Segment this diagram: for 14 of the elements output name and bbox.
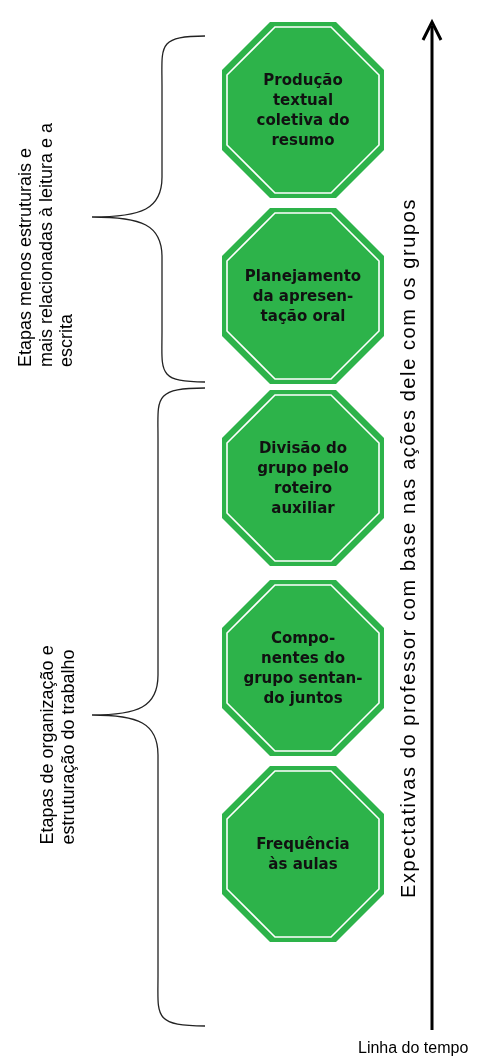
step-text: Produção textual coletiva do resumo [255,69,351,151]
octagon-step [222,208,384,384]
octagon-step [222,580,384,756]
brace-label: Etapas menos estruturais e mais relacionadas à leitura e a escrita [14,121,78,367]
octagon-step [222,22,384,198]
axis-title: Expectativas do professor com base nas ações dele com os grupos [396,197,420,900]
step-text: Frequência às aulas [255,833,351,875]
brace-label: Etapas de organização e estruturação do trabalho [37,644,79,845]
octagon-step [222,390,384,566]
octagon-step [222,766,384,942]
step-text: Compo- nentes do grupo sentan- do juntos [242,627,364,709]
step-text: Divisão do grupo pelo roteiro auxiliar [256,437,350,519]
axis-label: Linha do tempo [358,1039,469,1057]
step-text: Planejamento da apresen- tação oral [243,265,363,327]
